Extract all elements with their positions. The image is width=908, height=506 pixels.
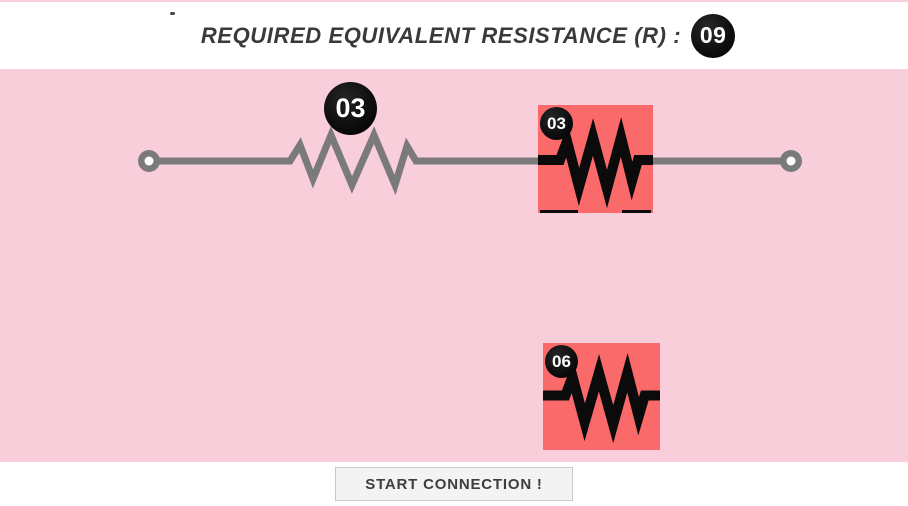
start-connection-button[interactable]: START CONNECTION !: [335, 467, 573, 501]
placed-resistor-badge[interactable]: 03: [324, 82, 377, 135]
resistor-tile-06[interactable]: 06: [543, 343, 660, 450]
resistor-value-badge: 06: [545, 345, 578, 378]
circuit-stage: 03 03 06: [0, 69, 908, 462]
resistor-tile-03[interactable]: 03: [538, 105, 653, 213]
wire-resistor-segment[interactable]: [149, 125, 791, 196]
header: REQUIRED EQUIVALENT RESISTANCE (R) : 09: [0, 2, 908, 69]
page-title: REQUIRED EQUIVALENT RESISTANCE (R) :: [200, 22, 682, 48]
circuit-wire: [138, 125, 802, 196]
footer: START CONNECTION !: [0, 462, 908, 506]
resistor-value-badge: 03: [540, 107, 573, 140]
header-inner: REQUIRED EQUIVALENT RESISTANCE (R) : 09: [200, 13, 736, 58]
tile-crop-mark: [622, 210, 651, 213]
target-resistance-badge: 09: [691, 13, 736, 58]
resistor-value: 03: [547, 113, 566, 133]
top-accent-strip: [0, 0, 908, 2]
resistor-value: 06: [552, 351, 571, 371]
resistor-icon: [543, 353, 660, 444]
right-terminal[interactable]: [780, 150, 802, 172]
tile-crop-mark: [540, 210, 578, 213]
target-resistance-value: 09: [699, 22, 727, 48]
placed-resistor-value: 03: [335, 93, 366, 123]
resistor-icon: [538, 117, 653, 209]
left-terminal[interactable]: [138, 150, 160, 172]
stray-dot: [170, 12, 175, 15]
